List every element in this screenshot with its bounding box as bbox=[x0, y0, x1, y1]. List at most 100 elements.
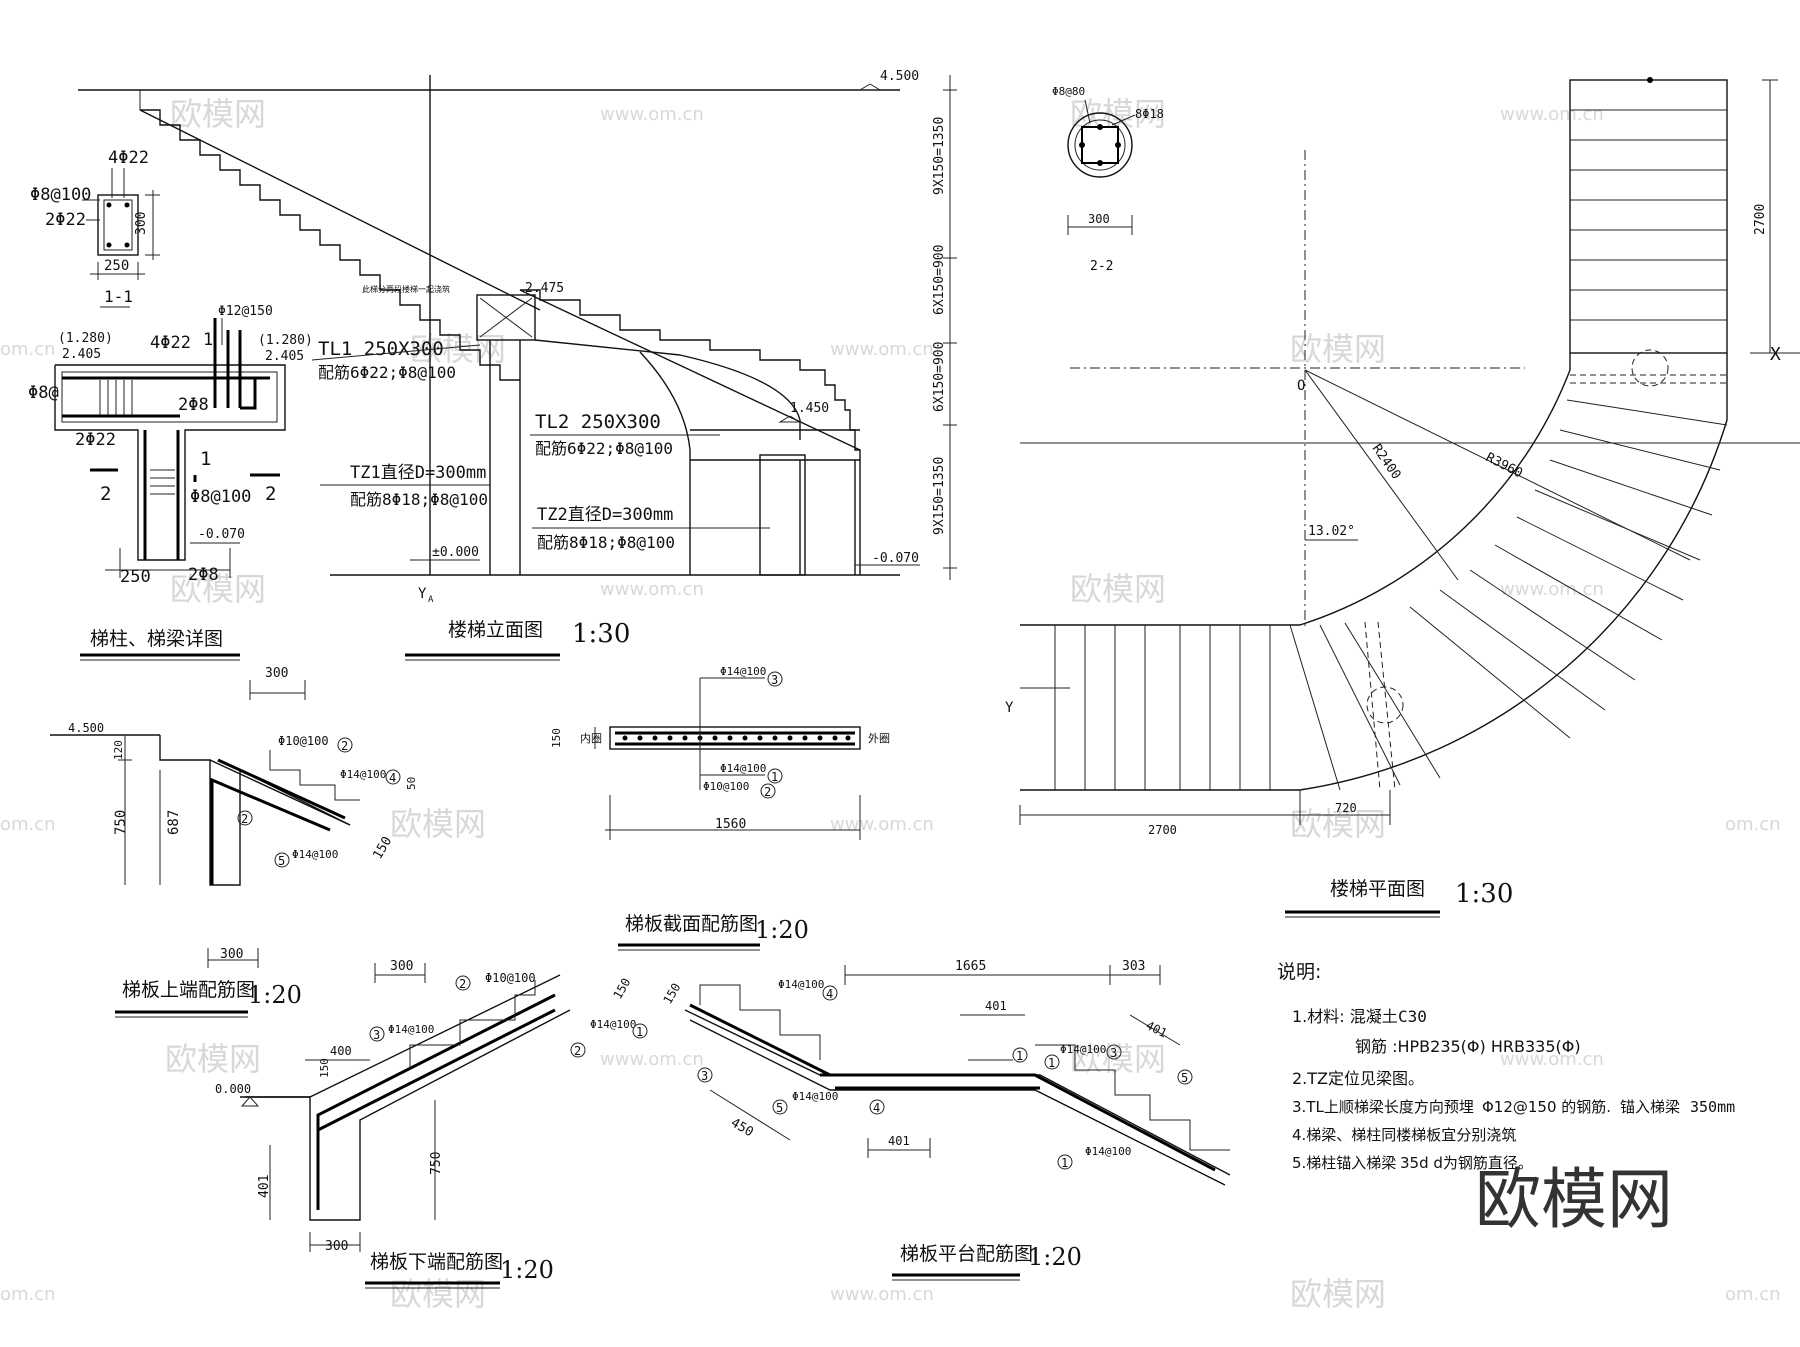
plan-axis-y: Y bbox=[1005, 700, 1014, 716]
watermark-url: www.om.cn bbox=[830, 1284, 934, 1305]
pf-c3b: 3 bbox=[701, 1069, 708, 1083]
notes-block: 说明: 1.材料: 混凝土 C30 钢筋 :HPB235(Φ) HRB335(Φ… bbox=[1277, 961, 1735, 1172]
s22-stirrup: Φ8@80 bbox=[1052, 85, 1085, 98]
ue-bar4: Φ14@100 bbox=[340, 768, 386, 781]
pf-c5: 5 bbox=[1181, 1071, 1188, 1085]
pf-bar1a: Φ14@100 bbox=[1060, 1043, 1106, 1056]
elev-left2: 2.405 bbox=[62, 347, 101, 362]
pf-c1: 1 bbox=[1016, 1049, 1023, 1063]
plan-winder-treads bbox=[1289, 399, 1728, 791]
note-5b: 35d d为钢筋直径。 bbox=[1400, 1154, 1533, 1172]
watermark-cn: 欧模网 bbox=[1290, 805, 1386, 843]
pf-c4: 4 bbox=[826, 987, 833, 1001]
slab-bot-bar1: Φ14@100 bbox=[720, 762, 766, 775]
watermark-url: www.om.cn bbox=[830, 814, 934, 835]
ue-c2: 2 bbox=[341, 739, 348, 753]
slab-c1: 1 bbox=[771, 770, 778, 784]
s11-bottom-bar: 2Φ22 bbox=[45, 210, 86, 230]
tz1-label: TZ1直径D=300mm bbox=[350, 463, 486, 483]
stair-elevation: 4.500 9X150=1350 6X150=900 6X150=900 9X1… bbox=[78, 69, 957, 661]
col-elev: -0.070 bbox=[198, 527, 245, 542]
pf-d401c: 401 bbox=[888, 1134, 910, 1148]
ue-top300: 300 bbox=[265, 666, 288, 681]
note-1b: C30 bbox=[1398, 1007, 1427, 1026]
detail-column-beam: 4Φ22 Φ8@100 2Φ22 300 250 1-1 Φ12@150 (1.… bbox=[28, 148, 313, 661]
beam-2phi8: 2Φ8 bbox=[178, 395, 209, 415]
le-d150: 150 bbox=[610, 976, 633, 1002]
elev-note-small: 此梯分两段楼梯一起浇筑 bbox=[362, 284, 450, 294]
elev-dim2: 6X150=900 bbox=[932, 245, 947, 315]
plan-angle: 13.02° bbox=[1308, 524, 1355, 539]
watermark-cn: 欧模网 bbox=[390, 805, 486, 843]
ue-h687: 687 bbox=[166, 810, 182, 835]
beam-top-bar: 4Φ22 bbox=[150, 333, 191, 353]
note-3c: 锚入梯梁 bbox=[1620, 1098, 1680, 1116]
note-1a: 1.材料: 混凝土 bbox=[1292, 1007, 1398, 1026]
watermark-cn: 欧模网 bbox=[170, 570, 266, 608]
watermark-url: www.om.cn bbox=[1500, 579, 1604, 600]
watermark-url: www.om.cn bbox=[600, 104, 704, 125]
le-bar2: Φ10@100 bbox=[485, 971, 536, 985]
s22-dia: 300 bbox=[1088, 212, 1110, 226]
slab-section-scale: 1:20 bbox=[755, 916, 809, 944]
tl1-label: TL1 250X300 bbox=[318, 338, 444, 360]
watermark-url: www.om.cn bbox=[600, 579, 704, 600]
pf-d401b: 401 bbox=[1144, 1018, 1170, 1040]
watermark-url: www.om.cn bbox=[1500, 1049, 1604, 1070]
pf-c1b: 1 bbox=[1048, 1056, 1055, 1070]
column-tz2 bbox=[759, 454, 806, 576]
col-width: 250 bbox=[120, 567, 151, 587]
s22-bars: 8Φ18 bbox=[1135, 107, 1164, 121]
watermark-cn: 欧模网 bbox=[1070, 570, 1166, 608]
s11-width: 250 bbox=[104, 258, 129, 274]
pf-d1665: 1665 bbox=[955, 959, 986, 974]
tz2-label: TZ2直径D=300mm bbox=[537, 505, 673, 525]
upper-flight-treads bbox=[140, 109, 520, 381]
slab-bars bbox=[622, 735, 851, 741]
plan-axis-x: X bbox=[1770, 344, 1781, 365]
s22-label: 2-2 bbox=[1090, 259, 1113, 274]
section-2-2: Φ8@80 8Φ18 300 2-2 bbox=[1052, 85, 1164, 274]
col-2phi8: 2Φ8 bbox=[188, 565, 219, 585]
lower-end-detail: 300 Φ10@100 2 150 Φ14@100 3 Φ14@100 1 2 … bbox=[215, 959, 648, 1289]
plan-center: O bbox=[1297, 378, 1305, 394]
section-mark-1a: 1 bbox=[203, 330, 213, 350]
plan-dim-v: 2700 bbox=[1753, 204, 1768, 235]
watermark-cn: 欧模网 bbox=[1290, 330, 1386, 368]
beam-tl1 bbox=[476, 294, 536, 341]
le-c1: 1 bbox=[636, 1025, 643, 1039]
title-elevation: 楼梯立面图 bbox=[448, 619, 543, 641]
elevation-scale: 1:30 bbox=[572, 619, 630, 649]
pf-c4b: 4 bbox=[873, 1101, 880, 1115]
plan-r2: R3960 bbox=[1483, 450, 1525, 481]
watermark-cn: 欧模网 bbox=[1290, 1275, 1386, 1313]
beam-stirrup bbox=[61, 371, 278, 423]
tl2-bar: 配筋6Φ22;Φ8@100 bbox=[535, 439, 673, 458]
upper-end-scale: 1:20 bbox=[248, 981, 302, 1009]
note-5a: 5.梯柱锚入梯梁 bbox=[1292, 1154, 1396, 1172]
note-3b: Φ12@150 的钢筋. bbox=[1482, 1098, 1611, 1116]
section-mark-1b: 1 bbox=[200, 448, 211, 470]
pf-d401a: 401 bbox=[985, 999, 1007, 1013]
title-slab-section: 梯板截面配筋图 bbox=[625, 913, 758, 935]
ue-h750: 750 bbox=[113, 810, 129, 835]
plan-scale: 1:30 bbox=[1455, 879, 1513, 909]
le-bar3: Φ14@100 bbox=[388, 1023, 434, 1036]
tz1-bar: 配筋8Φ18;Φ8@100 bbox=[350, 490, 488, 509]
platform-scale: 1:20 bbox=[1028, 1243, 1082, 1271]
pf-bar1b: Φ14@100 bbox=[1085, 1145, 1131, 1158]
slab-outline bbox=[609, 726, 861, 750]
ue-elev: 4.500 bbox=[68, 721, 104, 735]
pf-d303: 303 bbox=[1122, 959, 1145, 974]
le-d400: 400 bbox=[330, 1044, 352, 1058]
title-detail: 梯柱、梯梁详图 bbox=[90, 628, 223, 650]
le-elev: 0.000 bbox=[215, 1082, 251, 1096]
s11-stirrup: Φ8@100 bbox=[30, 185, 91, 205]
note-2: 2.TZ定位见梁图。 bbox=[1292, 1069, 1424, 1088]
slab-h: 150 bbox=[550, 728, 563, 748]
watermark-cn: 欧模网 bbox=[390, 1275, 486, 1313]
ue-d50: 50 bbox=[405, 777, 418, 790]
ue-c2b: 2 bbox=[241, 812, 248, 826]
pf-d450: 450 bbox=[728, 1115, 756, 1140]
s11-top-bar: 4Φ22 bbox=[108, 148, 149, 168]
